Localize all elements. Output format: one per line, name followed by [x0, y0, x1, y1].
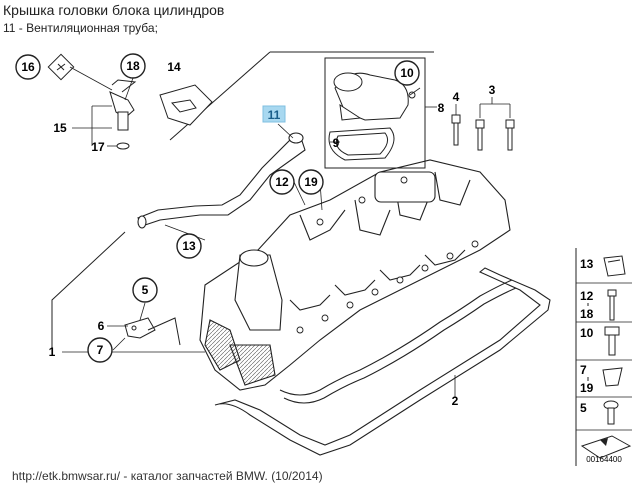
- svg-text:9: 9: [333, 136, 340, 150]
- footer-source: http://etk.bmwsar.ru/ - каталог запчасте…: [12, 469, 323, 483]
- svg-text:7: 7: [580, 363, 587, 377]
- svg-text:19: 19: [580, 381, 594, 395]
- page-subtitle: 11 - Вентиляционная труба;: [3, 21, 158, 35]
- svg-text:19: 19: [304, 175, 318, 189]
- callout-15[interactable]: 15: [53, 121, 67, 135]
- callout-1[interactable]: 1: [49, 345, 56, 359]
- callout-19[interactable]: 19: [298, 169, 324, 195]
- svg-text:12: 12: [275, 175, 289, 189]
- svg-text:17: 17: [91, 140, 105, 154]
- cover-bolts: [296, 176, 479, 334]
- legend-item-5[interactable]: 5: [580, 400, 619, 425]
- oil-separator-group: [324, 57, 426, 169]
- gasket: [214, 267, 551, 456]
- svg-text:13: 13: [182, 239, 196, 253]
- callout-13[interactable]: 13: [176, 233, 202, 259]
- callout-2[interactable]: 2: [452, 394, 459, 408]
- callout-16[interactable]: 16: [15, 54, 41, 80]
- svg-text:2: 2: [452, 394, 459, 408]
- svg-text:15: 15: [53, 121, 67, 135]
- svg-text:12: 12: [580, 289, 594, 303]
- callout-18[interactable]: 18: [120, 53, 146, 79]
- callout-5[interactable]: 5: [132, 277, 158, 303]
- svg-text:14: 14: [167, 60, 181, 74]
- svg-text:10: 10: [400, 66, 414, 80]
- svg-text:7: 7: [97, 343, 104, 357]
- callout-11-highlighted[interactable]: 11: [262, 105, 286, 123]
- callout-8[interactable]: 8: [438, 101, 445, 115]
- callout-9[interactable]: 9: [333, 136, 340, 150]
- svg-text:6: 6: [98, 319, 105, 333]
- svg-text:10: 10: [580, 326, 594, 340]
- legend-item-12[interactable]: 12 18: [580, 289, 617, 321]
- callout-3[interactable]: 3: [489, 83, 496, 97]
- callout-4[interactable]: 4: [453, 90, 460, 104]
- valve-cover: [199, 159, 511, 391]
- legend-item-10[interactable]: 10: [580, 326, 620, 356]
- callout-17[interactable]: 17: [91, 140, 105, 154]
- callout-6[interactable]: 6: [98, 319, 105, 333]
- bolt-group: [451, 114, 515, 151]
- svg-text:5: 5: [580, 401, 587, 415]
- svg-text:18: 18: [580, 307, 594, 321]
- svg-text:4: 4: [453, 90, 460, 104]
- legend-item-mat: [580, 435, 632, 459]
- svg-text:13: 13: [580, 257, 594, 271]
- clip-group: [124, 317, 181, 346]
- callout-10[interactable]: 10: [394, 60, 420, 86]
- callout-7[interactable]: 7: [87, 337, 113, 363]
- ventilation-tube: [137, 132, 306, 229]
- header: Крышка головки блока цилиндров 11 - Вент…: [0, 0, 640, 44]
- legend-item-13[interactable]: 13: [580, 255, 626, 277]
- callout-labels: 16 18 14 15 17 11 10 8 9 4: [15, 53, 496, 408]
- svg-text:18: 18: [126, 59, 140, 73]
- diagram-number: 00164400: [586, 455, 622, 464]
- legend-item-7-19[interactable]: 7 19: [580, 363, 623, 395]
- svg-text:3: 3: [489, 83, 496, 97]
- svg-text:11: 11: [268, 108, 281, 122]
- sensor-group: [47, 53, 213, 150]
- assembly-frame: [51, 51, 434, 352]
- svg-text:5: 5: [142, 283, 149, 297]
- svg-text:1: 1: [49, 345, 56, 359]
- svg-text:16: 16: [21, 60, 35, 74]
- side-legend: 13 12 18 10 7 19 5: [575, 248, 632, 466]
- callout-12[interactable]: 12: [269, 169, 295, 195]
- callout-14[interactable]: 14: [167, 60, 181, 74]
- svg-text:8: 8: [438, 101, 445, 115]
- page-title: Крышка головки блока цилиндров: [3, 2, 225, 18]
